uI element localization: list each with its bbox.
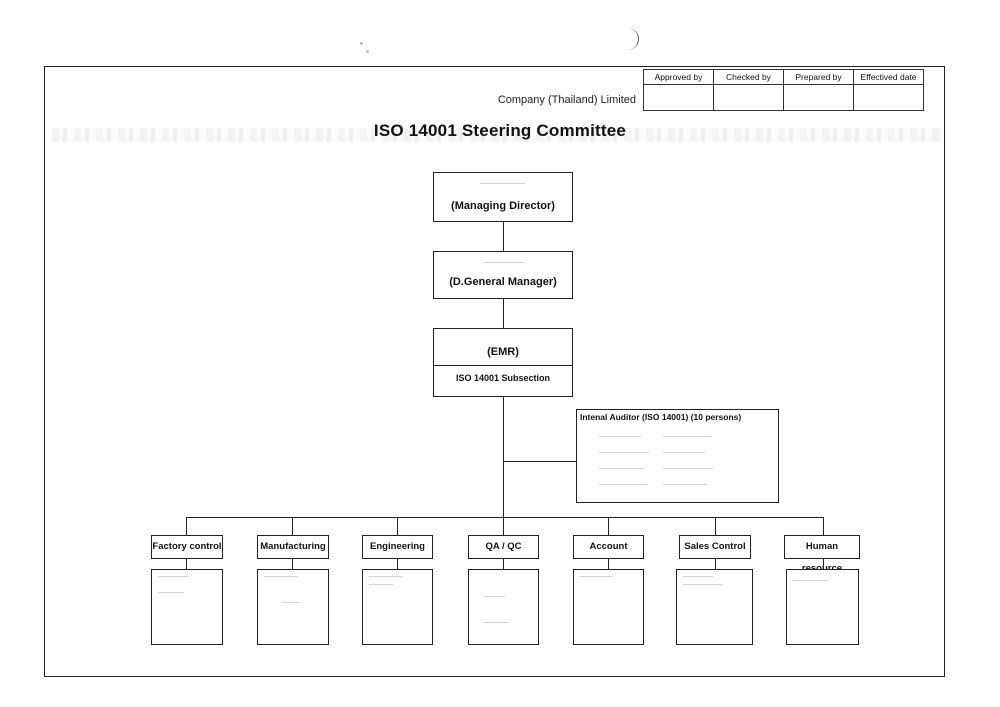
connector [397, 559, 398, 569]
dept-members-box [573, 569, 644, 645]
dept-members-box [362, 569, 433, 645]
subsection-label: ISO 14001 Subsection [455, 373, 551, 383]
connector [503, 222, 504, 251]
dept-manufacturing: Manufacturing [257, 535, 329, 559]
dept-members-box [468, 569, 539, 645]
connector [823, 517, 824, 535]
connector [292, 517, 293, 535]
connector [503, 517, 504, 535]
effective-date-header: Effectived date [853, 69, 924, 85]
faint-text [663, 468, 713, 469]
dept-members-box [151, 569, 223, 645]
faint-text [599, 468, 645, 469]
faint-text [793, 580, 829, 581]
dept-sales-control: Sales Control [679, 535, 751, 559]
dept-engineering: Engineering [362, 535, 433, 559]
dept-members-box [676, 569, 753, 645]
dept-factory-control: Factory control [151, 535, 223, 559]
prepared-by-header: Prepared by [783, 69, 854, 85]
faint-text [158, 592, 184, 593]
checked-by-header: Checked by [713, 69, 784, 85]
internal-auditor-label: Intenal Auditor (ISO 14001) (10 persons) [580, 412, 742, 422]
faint-text [580, 576, 612, 577]
prepared-by-cell [783, 84, 854, 111]
connector [823, 559, 824, 569]
connector [397, 517, 398, 535]
scan-noise-band [52, 128, 942, 142]
dept-human-resource: Human resource [784, 535, 860, 574]
connector [186, 559, 187, 569]
faint-text [282, 602, 300, 603]
approved-by-cell [643, 84, 714, 111]
faint-text [264, 576, 298, 577]
faint-text [480, 183, 525, 184]
effective-date-cell [853, 84, 924, 111]
faint-text [599, 436, 641, 437]
scan-mark [624, 28, 639, 50]
scan-speck [360, 42, 363, 45]
faint-text [663, 452, 705, 453]
approval-table: Approved by Checked by Prepared by Effec… [643, 69, 924, 111]
connector [292, 559, 293, 569]
faint-text [683, 584, 723, 585]
emr-label: (EMR) [487, 346, 519, 358]
faint-text [663, 436, 711, 437]
dept-members-box [786, 569, 859, 645]
connector [608, 559, 609, 569]
general-manager-box: (D.General Manager) [433, 251, 573, 299]
connector [186, 517, 187, 535]
managing-director-label: (Managing Director) [451, 200, 555, 212]
faint-text [158, 576, 188, 577]
internal-auditor-box: Intenal Auditor (ISO 14001) (10 persons) [576, 409, 779, 503]
dept-account: Account [573, 535, 644, 559]
checked-by-cell [713, 84, 784, 111]
managing-director-box: (Managing Director) [433, 172, 573, 222]
faint-text [599, 484, 647, 485]
scan-speck [366, 50, 369, 53]
connector [503, 397, 504, 517]
faint-text [599, 452, 649, 453]
faint-text [683, 576, 713, 577]
connector [503, 461, 576, 462]
emr-box: (EMR) ISO 14001 Subsection [433, 328, 573, 397]
connector [608, 517, 609, 535]
emr-divider [434, 365, 572, 366]
general-manager-label: (D.General Manager) [449, 276, 557, 288]
faint-text [663, 484, 707, 485]
approved-by-header: Approved by [643, 69, 714, 85]
document-frame [44, 66, 945, 677]
faint-text [369, 584, 393, 585]
connector [715, 517, 716, 535]
faint-text [484, 262, 524, 263]
dept-members-box [257, 569, 329, 645]
faint-text [369, 576, 403, 577]
connector [503, 559, 504, 569]
connector [715, 559, 716, 569]
faint-text [483, 622, 509, 623]
connector [503, 299, 504, 328]
department-bus [186, 517, 823, 518]
dept-qa-qc: QA / QC [468, 535, 539, 559]
faint-text [483, 596, 505, 597]
company-name: Company (Thailand) Limited [497, 94, 636, 106]
document-title: ISO 14001 Steering Committee [373, 121, 627, 140]
